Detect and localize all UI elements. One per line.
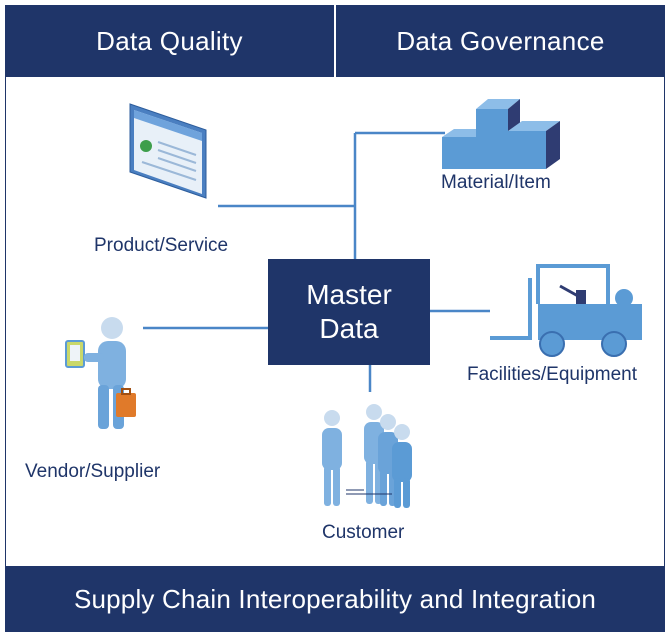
header-divider — [334, 5, 336, 77]
browser-window-icon — [129, 103, 207, 199]
master-data-line2: Data — [319, 313, 379, 344]
group-of-people-icon — [322, 404, 412, 508]
header-bar: Data Quality Data Governance — [5, 5, 665, 77]
product-service-label: Product/Service — [94, 235, 229, 256]
facilities-equipment-label: Facilities/Equipment — [467, 364, 638, 385]
material-item-label: Material/Item — [441, 172, 551, 193]
data-governance-header: Data Governance — [396, 25, 605, 56]
blocks-icon — [442, 99, 560, 169]
supply-chain-label: Supply Chain Interoperability and Integr… — [73, 583, 597, 614]
forklift-icon — [490, 264, 642, 357]
master-data-line1: Master — [306, 279, 392, 310]
vendor-supplier-label: Vendor/Supplier — [25, 461, 161, 482]
data-quality-header: Data Quality — [96, 25, 243, 56]
person-with-briefcase-icon — [65, 317, 136, 429]
customer-label: Customer — [322, 522, 405, 543]
master-data-box: Master Data — [268, 259, 430, 365]
footer-bar: Supply Chain Interoperability and Integr… — [5, 566, 665, 632]
